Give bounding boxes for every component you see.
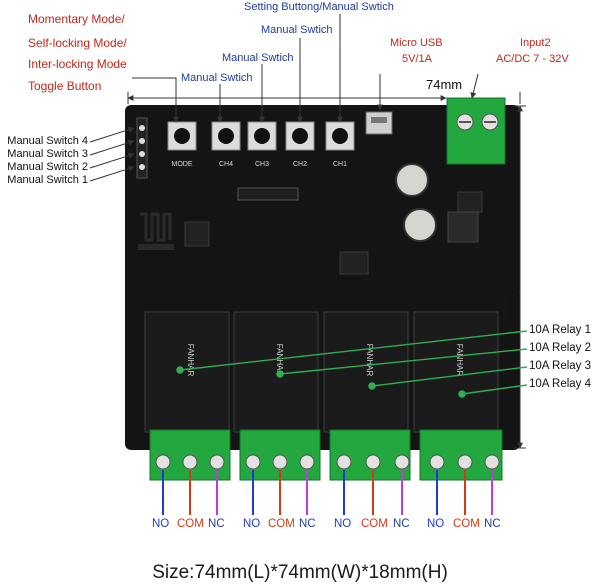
micro-usb-rating: 5V/1A [402, 53, 432, 65]
terminal-2-com: COM [268, 518, 295, 530]
input2-label: Input2 [520, 37, 551, 49]
mode-label-line-3: Inter-locking Mode [28, 57, 127, 71]
capacitor-2 [403, 208, 437, 242]
terminal-3-nc: NC [393, 518, 410, 530]
driver-chip [339, 251, 369, 275]
terminal-3-no: NO [334, 518, 352, 530]
manual-switch-4-label: Manual Switch 4 [7, 135, 88, 147]
width-dimension-line [127, 92, 521, 104]
terminal-1-no: NO [152, 518, 170, 530]
relay-4-label: 10A Relay 4 [529, 378, 592, 390]
width-dimension-label: 74mm [426, 77, 463, 92]
relay-2-brand: FANHAR [275, 344, 284, 377]
button-mode [167, 121, 197, 151]
terminal-1-nc: NC [208, 518, 225, 530]
terminal-4-nc: NC [484, 518, 501, 530]
relay-2-label: 10A Relay 2 [529, 342, 592, 354]
manual-switch-label-3: Manual Swtich [261, 24, 333, 36]
terminal-block-4 [419, 429, 503, 481]
terminal-wires [162, 470, 493, 515]
button-ch4 [211, 121, 241, 151]
silk-ch1: CH1 [333, 161, 347, 168]
terminal-4-com: COM [453, 518, 480, 530]
left-leader-lines [89, 126, 135, 182]
antenna-base [138, 244, 174, 250]
relay-1-brand: FANHAR [186, 344, 195, 377]
antenna-trace [140, 212, 172, 242]
button-ch3 [247, 121, 277, 151]
height-dimension-label: 74mm [507, 283, 522, 320]
manual-switch-3-label: Manual Switch 3 [7, 148, 88, 160]
terminal-3-com: COM [361, 518, 388, 530]
top-leader-lines [132, 14, 479, 123]
input2-voltage: AC/DC 7 - 32V [496, 53, 569, 65]
height-dimension-line [514, 105, 526, 449]
relay-1-label: 10A Relay 1 [529, 324, 592, 336]
inductor [447, 211, 479, 243]
terminal-block-3 [329, 429, 411, 481]
button-ch2 [285, 121, 315, 151]
manual-switch-2-label: Manual Switch 2 [7, 161, 88, 173]
size-caption: Size:74mm(L)*74mm(W)*18mm(H) [152, 562, 448, 583]
mode-label-line-4: Toggle Button [28, 79, 102, 93]
terminal-2-no: NO [243, 518, 261, 530]
setting-button-label: Setting Buttong/Manual Swtich [244, 1, 394, 13]
relay-3: FANHAR [323, 311, 409, 433]
capacitor-1 [395, 163, 429, 197]
manual-switch-1-label: Manual Switch 1 [7, 174, 88, 186]
left-pin-row [136, 117, 148, 179]
terminal-1-com: COM [177, 518, 204, 530]
relay-leader-lines [176, 330, 528, 398]
silk-mode: MODE [172, 161, 193, 168]
terminal-2-nc: NC [299, 518, 316, 530]
mcu-chip [184, 221, 210, 247]
micro-usb-label: Micro USB [390, 37, 443, 49]
manual-switch-label-1: Manual Swtich [181, 72, 253, 84]
mode-label-line-2: Self-locking Mode/ [28, 36, 127, 50]
pin-header [237, 187, 299, 201]
terminal-4-no: NO [427, 518, 445, 530]
manual-switch-label-2: Manual Swtich [222, 52, 294, 64]
silk-ch3: CH3 [255, 161, 269, 168]
silk-ch2: CH2 [293, 161, 307, 168]
mode-label-line-1: Momentary Mode/ [28, 12, 125, 26]
button-ch1 [325, 121, 355, 151]
input2-terminal [446, 97, 506, 165]
relay-3-label: 10A Relay 3 [529, 360, 592, 372]
relay-4-brand: FANHAR [455, 344, 464, 377]
relay-1: FANHAR [144, 311, 230, 433]
silk-ch4: CH4 [219, 161, 233, 168]
relay-3-brand: FANHAR [365, 344, 374, 377]
buck-chip [457, 191, 483, 213]
